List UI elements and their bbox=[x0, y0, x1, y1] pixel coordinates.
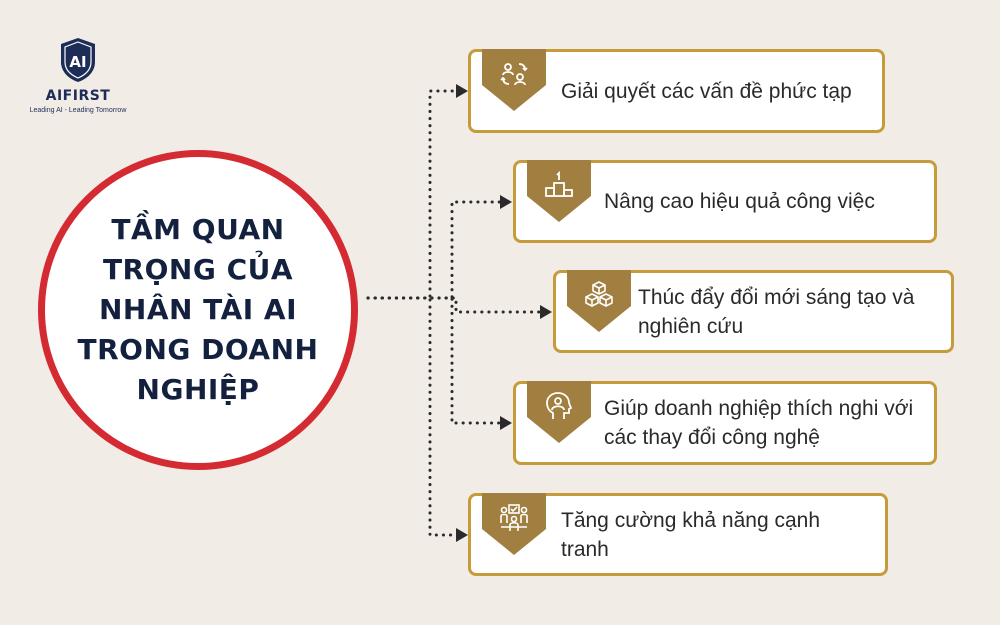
item-card-4: Giúp doanh nghiệp thích nghi với các tha… bbox=[513, 381, 937, 465]
item-label-1: Giải quyết các vấn đề phức tạp bbox=[561, 79, 852, 103]
brand-name: AIFIRST bbox=[45, 88, 111, 104]
arrowhead-2 bbox=[500, 195, 512, 209]
arrowhead-1 bbox=[456, 84, 468, 98]
item-badge-3 bbox=[567, 270, 631, 332]
arrowhead-3 bbox=[540, 305, 552, 319]
connector-1 bbox=[366, 89, 458, 300]
connector-5 bbox=[366, 296, 458, 537]
connector-2 bbox=[366, 200, 502, 300]
podium-icon bbox=[545, 170, 573, 197]
item-badge-2 bbox=[527, 160, 591, 222]
shield-logo-icon: AI bbox=[61, 38, 95, 82]
arrowhead-5 bbox=[456, 528, 468, 542]
item-label-2: Nâng cao hiệu quả công việc bbox=[604, 190, 875, 213]
brand-logo: AI AIFIRST Leading AI - Leading Tomorrow bbox=[28, 36, 128, 114]
brand-tagline: Leading AI - Leading Tomorrow bbox=[29, 107, 127, 114]
item-badge-1 bbox=[482, 49, 546, 111]
head-person-icon bbox=[546, 392, 573, 419]
item-badge-4 bbox=[527, 381, 591, 443]
center-title: TẦM QUAN TRỌNG CỦA NHÂN TÀI AI TRONG DOA… bbox=[77, 213, 319, 406]
arrowhead-4 bbox=[500, 416, 512, 430]
center-circle: TẦM QUAN TRỌNG CỦA NHÂN TÀI AI TRONG DOA… bbox=[38, 150, 358, 470]
item-badge-5 bbox=[482, 493, 546, 555]
item-card-3: Thúc đẩy đổi mới sáng tạo và nghiên cứu bbox=[553, 270, 954, 353]
team-vote-icon bbox=[500, 504, 528, 531]
people-exchange-icon bbox=[500, 63, 528, 86]
item-label-5: Tăng cường khả năng cạnh tranh bbox=[561, 508, 821, 561]
item-card-5: Tăng cường khả năng cạnh tranh bbox=[468, 493, 888, 576]
connector-4 bbox=[366, 296, 502, 425]
cubes-icon bbox=[585, 281, 613, 307]
connector-3 bbox=[366, 296, 542, 314]
item-card-2: Nâng cao hiệu quả công việc bbox=[513, 160, 937, 243]
item-card-1: Giải quyết các vấn đề phức tạp bbox=[468, 49, 885, 133]
item-label-3: Thúc đẩy đổi mới sáng tạo và nghiên cứu bbox=[638, 285, 915, 338]
item-label-4: Giúp doanh nghiệp thích nghi với các tha… bbox=[604, 397, 914, 449]
logo-mark-text: AI bbox=[69, 53, 86, 71]
